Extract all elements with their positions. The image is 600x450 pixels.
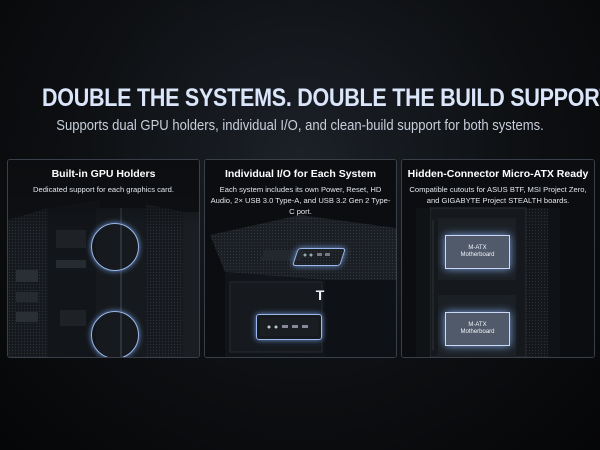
brand-logo-icon: T [315, 287, 325, 303]
subheadline: Supports dual GPU holders, individual I/… [56, 118, 544, 134]
case-rear-illustration [402, 160, 594, 357]
case-top-io-illustration [205, 160, 396, 357]
panel-gpu-holders: Built-in GPU Holders Dedicated support f… [7, 159, 200, 358]
motherboard-label: M-ATX [468, 245, 487, 251]
motherboard-label: Motherboard [460, 329, 495, 335]
gpu-holder-highlight-top [91, 223, 139, 271]
panel-title: Hidden-Connector Micro-ATX Ready [407, 168, 589, 180]
matx-motherboard-highlight-bottom: M-ATX Motherboard [445, 312, 510, 346]
io-highlight-top [292, 248, 346, 266]
panel-title: Built-in GPU Holders [51, 168, 156, 180]
panel-hidden-connector-matx: Hidden-Connector Micro-ATX Ready Compati… [401, 159, 595, 358]
motherboard-label: M-ATX [468, 322, 487, 328]
headline: DOUBLE THE SYSTEMS. DOUBLE THE BUILD SUP… [42, 84, 600, 112]
panel-title: Individual I/O for Each System [224, 168, 377, 180]
panel-description: Compatible cutouts for ASUS BTF, MSI Pro… [409, 185, 587, 205]
io-highlight-bottom [256, 314, 322, 340]
panel-description: Dedicated support for each graphics card… [33, 185, 174, 194]
motherboard-label: Motherboard [460, 252, 495, 258]
panel-individual-io: Individual I/O for Each System Each syst… [204, 159, 397, 358]
matx-motherboard-highlight-top: M-ATX Motherboard [445, 235, 510, 269]
gpu-holder-highlight-bottom [91, 311, 139, 357]
panel-description: Each system includes its own Power, Rese… [210, 185, 391, 216]
